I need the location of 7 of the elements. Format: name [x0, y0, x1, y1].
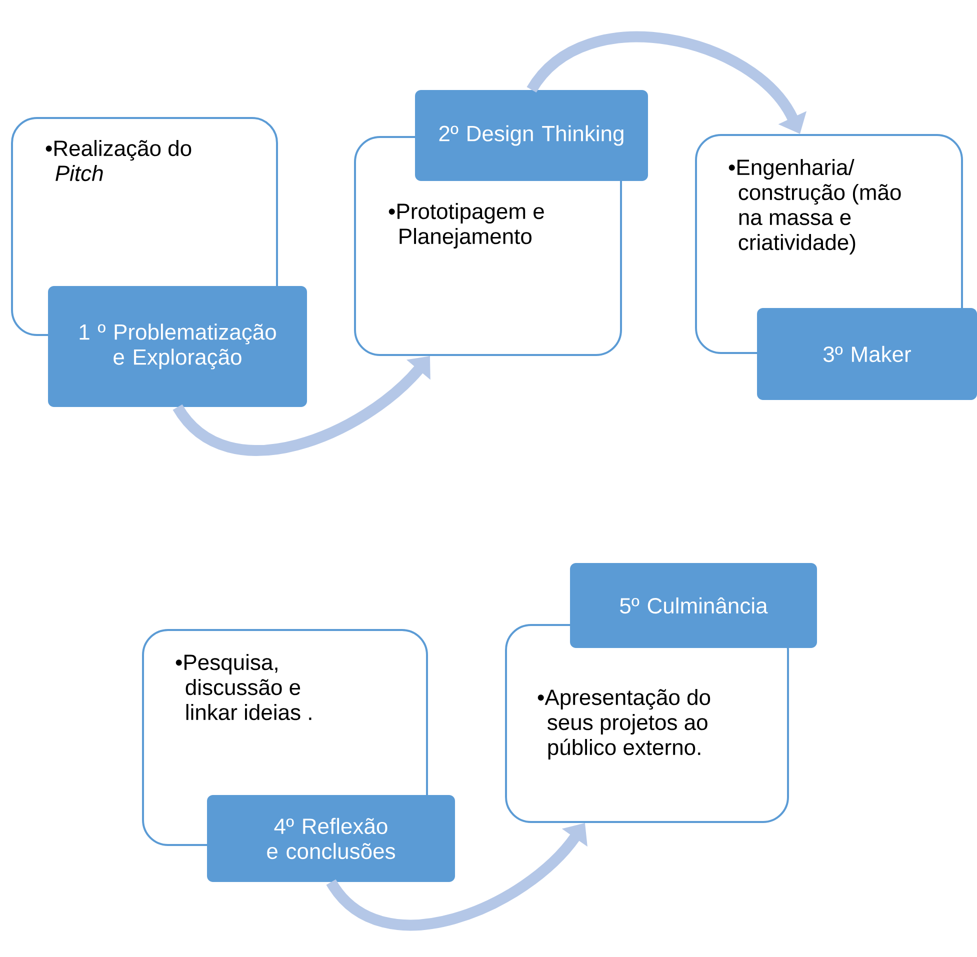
stage-label: 2º Design Thinking — [415, 90, 648, 181]
curved-arrow — [173, 356, 430, 456]
stage-label: 4º Reflexão e conclusões — [207, 794, 455, 882]
stage-label: 3º Maker — [757, 308, 977, 400]
stage-label: 5º Culminância — [570, 562, 817, 648]
step-box: •Apresentação do seus projetos ao público externo. — [505, 624, 789, 823]
stage-label: 1 º Problematização e Exploração — [48, 286, 307, 407]
